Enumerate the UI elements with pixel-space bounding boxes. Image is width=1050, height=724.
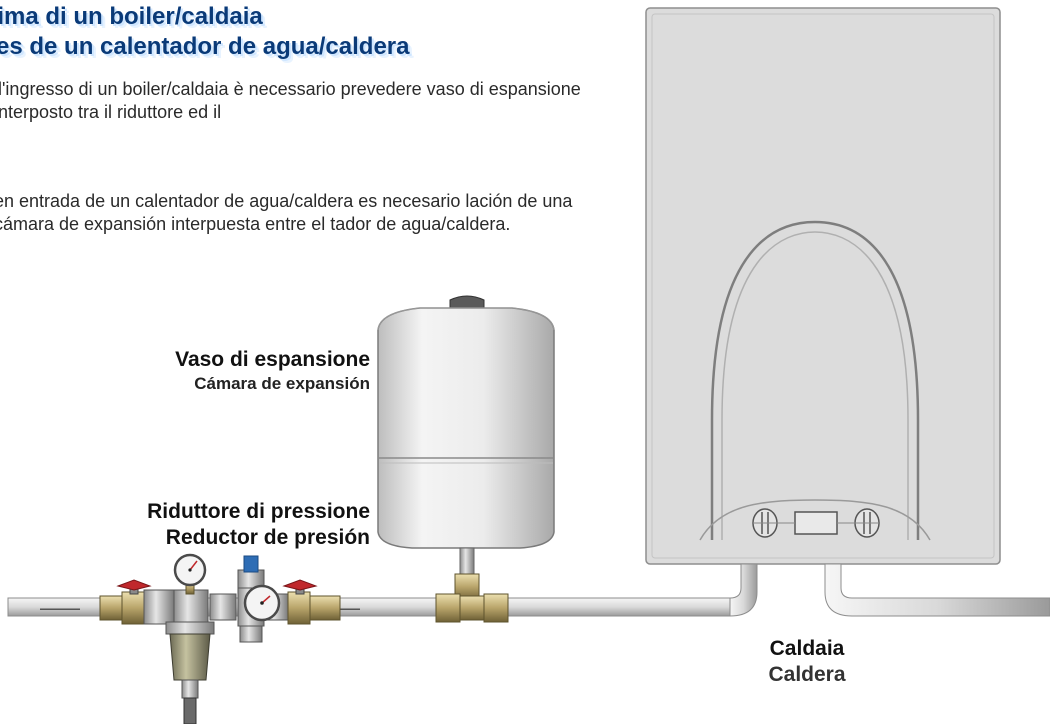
boiler-front-arch xyxy=(710,220,920,540)
boiler-control-panel xyxy=(752,508,880,538)
outlet-ball-valve xyxy=(282,579,341,625)
boiler-label: Caldaia Caldera xyxy=(752,636,862,688)
pressure-reducer-label-italian: Riduttore di pressione xyxy=(147,500,370,523)
expansion-vessel xyxy=(377,295,555,601)
outlet-pipe xyxy=(824,563,1050,617)
reducer-pressure-gauge xyxy=(243,584,281,622)
expansion-vessel-label-spanish: Cámara de expansión xyxy=(194,374,370,393)
expansion-vessel-label: Vaso di espansione Cámara de expansión xyxy=(175,347,370,395)
vessel-tee-fitting xyxy=(435,593,509,623)
expansion-vessel-label-italian: Vaso di espansione xyxy=(175,348,370,371)
svg-text:▬▬▬▬▬▬▬▬: ▬▬▬▬▬▬▬▬ xyxy=(40,606,80,612)
pressure-reducer-label-spanish: Reductor de presión xyxy=(165,526,370,549)
inlet-ball-valve xyxy=(99,579,152,625)
paragraph-italian: ll'ingresso di un boiler/caldaia è neces… xyxy=(0,79,581,122)
boiler xyxy=(645,7,1001,565)
paragraph-spanish: en entrada de un calentador de agua/cald… xyxy=(0,191,573,234)
boiler-label-italian: Caldaia xyxy=(769,637,845,660)
filter-pressure-gauge xyxy=(173,553,207,595)
title-line-italian: rima di un boiler/caldaia xyxy=(0,3,263,30)
filter xyxy=(143,589,215,724)
page-title: rima di un boiler/caldaia tes de un cale… xyxy=(0,2,409,62)
boiler-label-spanish: Caldera xyxy=(768,663,846,686)
pressure-reducer-label: Riduttore di pressione Reductor de presi… xyxy=(147,499,370,551)
title-line-spanish: tes de un calentador de agua/caldera xyxy=(0,33,410,60)
